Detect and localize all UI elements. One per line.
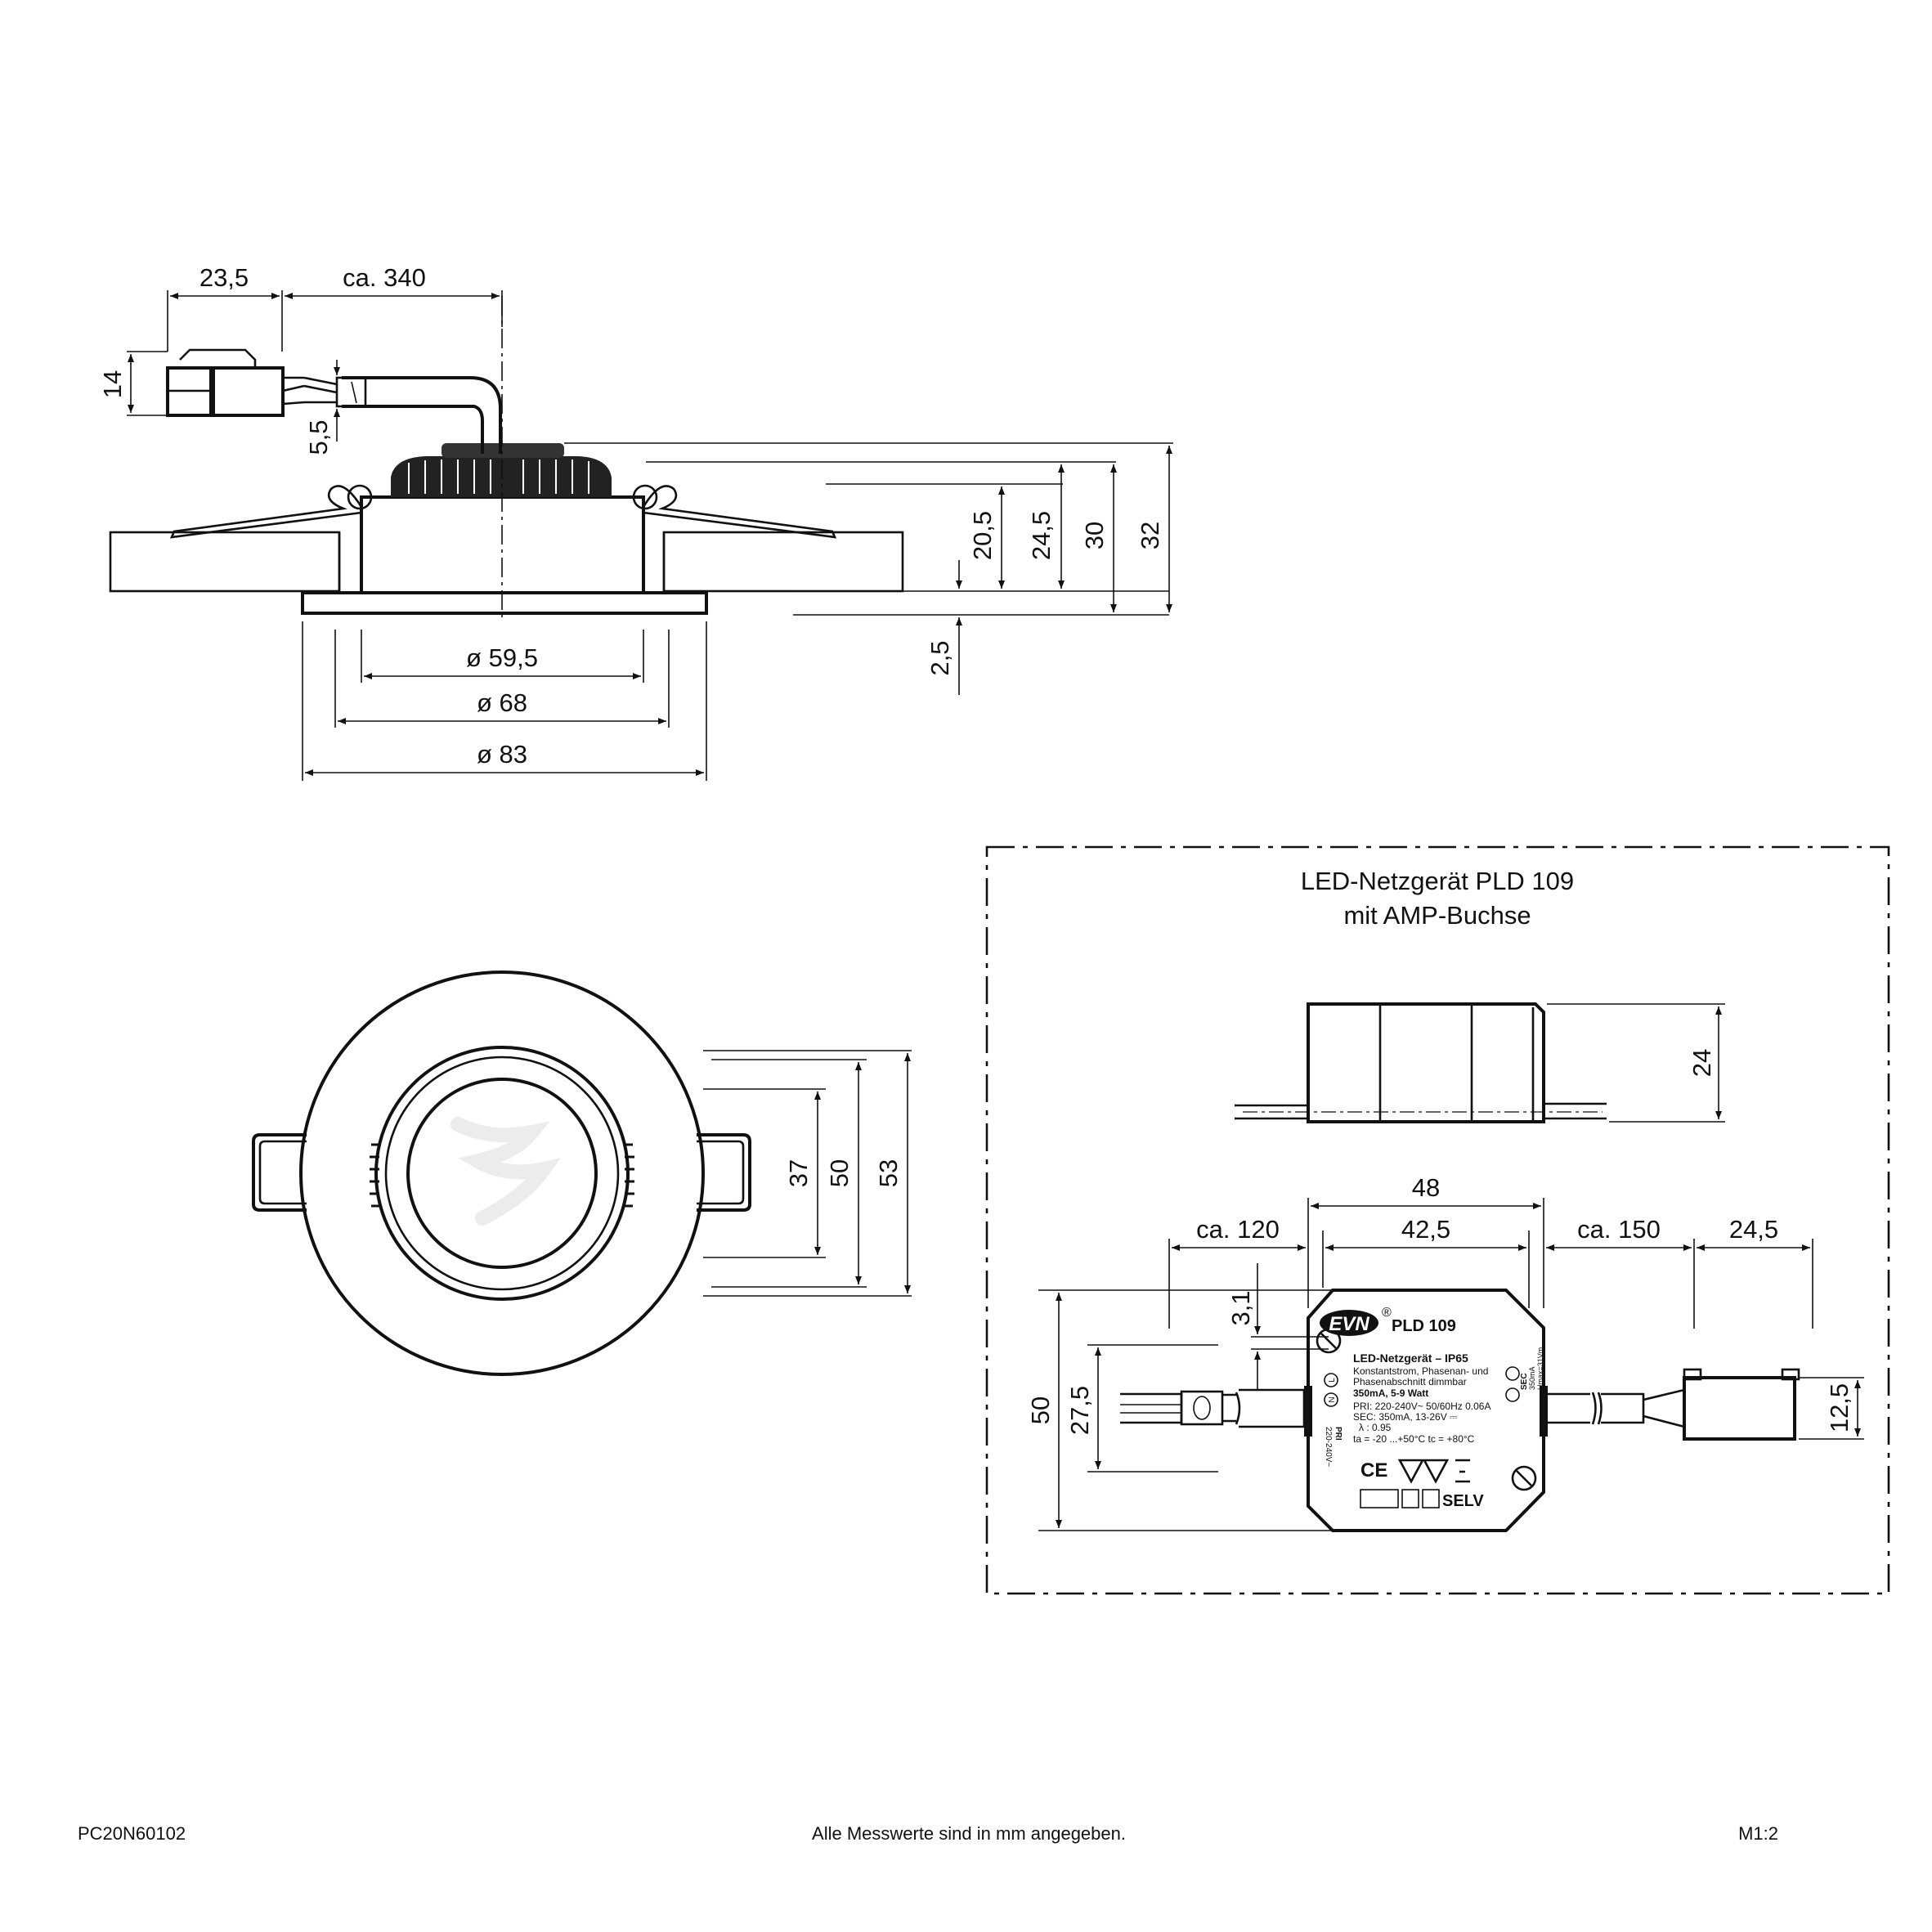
pri-volt-label: 220-240V~ [1324, 1427, 1333, 1467]
dim-driver-length-total: 48 [1412, 1173, 1440, 1202]
side-view: 23,5 ca. 340 14 5,5 20,5 24,5 30 32 2,5 … [98, 263, 1173, 781]
ceiling-right [662, 531, 904, 593]
brand-logo: EVN [1329, 1313, 1369, 1335]
dim-diameter-cutout: ø 59,5 [466, 643, 538, 672]
heat-sink [391, 456, 612, 497]
sec-side-label: SEC [1520, 1373, 1529, 1390]
driver-title: LED-Netzgerät PLD 109 [1301, 867, 1574, 895]
dim-height-20-5: 20,5 [968, 511, 997, 560]
terminal-l: L [1328, 1378, 1337, 1383]
label-model: PLD 109 [1392, 1317, 1456, 1335]
dim-diameter-body: ø 68 [477, 688, 527, 717]
dim-flange-thickness: 2,5 [926, 640, 954, 675]
cable [342, 376, 502, 454]
dim-53: 53 [874, 1159, 903, 1187]
lens [406, 1078, 598, 1269]
dim-height-24-5: 24,5 [1027, 511, 1056, 560]
flange [301, 591, 708, 615]
label-line4: PRI: 220-240V~ 50/60Hz 0.06A [1353, 1401, 1490, 1412]
spring-tab-right [697, 1133, 751, 1212]
dim-height-30: 30 [1080, 522, 1109, 549]
dim-driver-height: 24 [1688, 1049, 1716, 1077]
dim-connector-length: 23,5 [199, 263, 249, 292]
flange-outline [299, 970, 705, 1376]
dim-cable-secondary: ca. 150 [1577, 1215, 1661, 1244]
amp-socket [1683, 1376, 1796, 1441]
sec-current-label: 350mA [1528, 1366, 1536, 1390]
pri-side-label: PRI [1334, 1427, 1343, 1441]
dim-cable-diameter: 5,5 [304, 419, 333, 455]
label-line1: Konstantstrom, Phasenan- und [1353, 1365, 1488, 1377]
label-line3: 350mA, 5-9 Watt [1353, 1387, 1428, 1399]
sec-volt-label: Umax=31Vm [1536, 1347, 1544, 1390]
dash-dot-frame [985, 845, 1890, 1595]
label-line2: Phasenabschnitt dimmbar [1353, 1376, 1467, 1387]
dim-height-32: 32 [1136, 522, 1164, 549]
dim-connector-length: 24,5 [1729, 1215, 1778, 1244]
dim-cable-primary: ca. 120 [1196, 1215, 1280, 1244]
spring-tab-left [252, 1133, 307, 1212]
driver-side-profile [1235, 1002, 1607, 1123]
dim-driver-length-inner: 42,5 [1401, 1215, 1450, 1244]
spring-clip-left [169, 485, 363, 539]
ceiling-left [109, 531, 341, 593]
driver-panel: LED-Netzgerät PLD 109 mit AMP-Buchse 24 [985, 845, 1890, 1595]
drawing-scale: M1:2 [1738, 1823, 1778, 1844]
label-line5: SEC: 350mA, 13-26V ⎓ [1353, 1411, 1458, 1423]
spring-clip-right [642, 485, 837, 539]
dim-37: 37 [784, 1159, 813, 1187]
dim-cable-length: ca. 340 [343, 263, 426, 292]
dim-50: 50 [825, 1159, 854, 1187]
ce-mark: CE [1360, 1459, 1387, 1481]
label-line7: ta = -20 ...+50°C tc = +80°C [1353, 1433, 1475, 1445]
dim-diameter-flange: ø 83 [477, 740, 527, 769]
registered-mark: ® [1382, 1306, 1392, 1320]
dim-connector-height: 12,5 [1825, 1383, 1854, 1432]
front-view: 37 50 53 [252, 970, 912, 1376]
driver-label: EVN ® PLD 109 LED-Netzgerät – IP65 Konst… [1320, 1306, 1544, 1510]
driver-subtitle: mit AMP-Buchse [1343, 901, 1531, 930]
label-heading: LED-Netzgerät – IP65 [1353, 1352, 1468, 1365]
dim-driver-width: 50 [1026, 1396, 1055, 1424]
drawing-code: PC20N60102 [78, 1823, 186, 1844]
measure-note: Alle Messwerte sind in mm angegeben. [812, 1823, 1126, 1844]
terminal-n: N [1328, 1396, 1337, 1402]
dim-cable-offset: 27,5 [1065, 1386, 1094, 1435]
connector [166, 348, 338, 417]
dim-connector-height: 14 [98, 370, 127, 398]
trim-ring [374, 1046, 630, 1301]
dim-mount-offset: 3,1 [1226, 1290, 1255, 1325]
label-line6: λ : 0.95 [1359, 1422, 1392, 1433]
driver-top-view [1120, 1289, 1800, 1532]
selv-mark: SELV [1442, 1492, 1484, 1510]
